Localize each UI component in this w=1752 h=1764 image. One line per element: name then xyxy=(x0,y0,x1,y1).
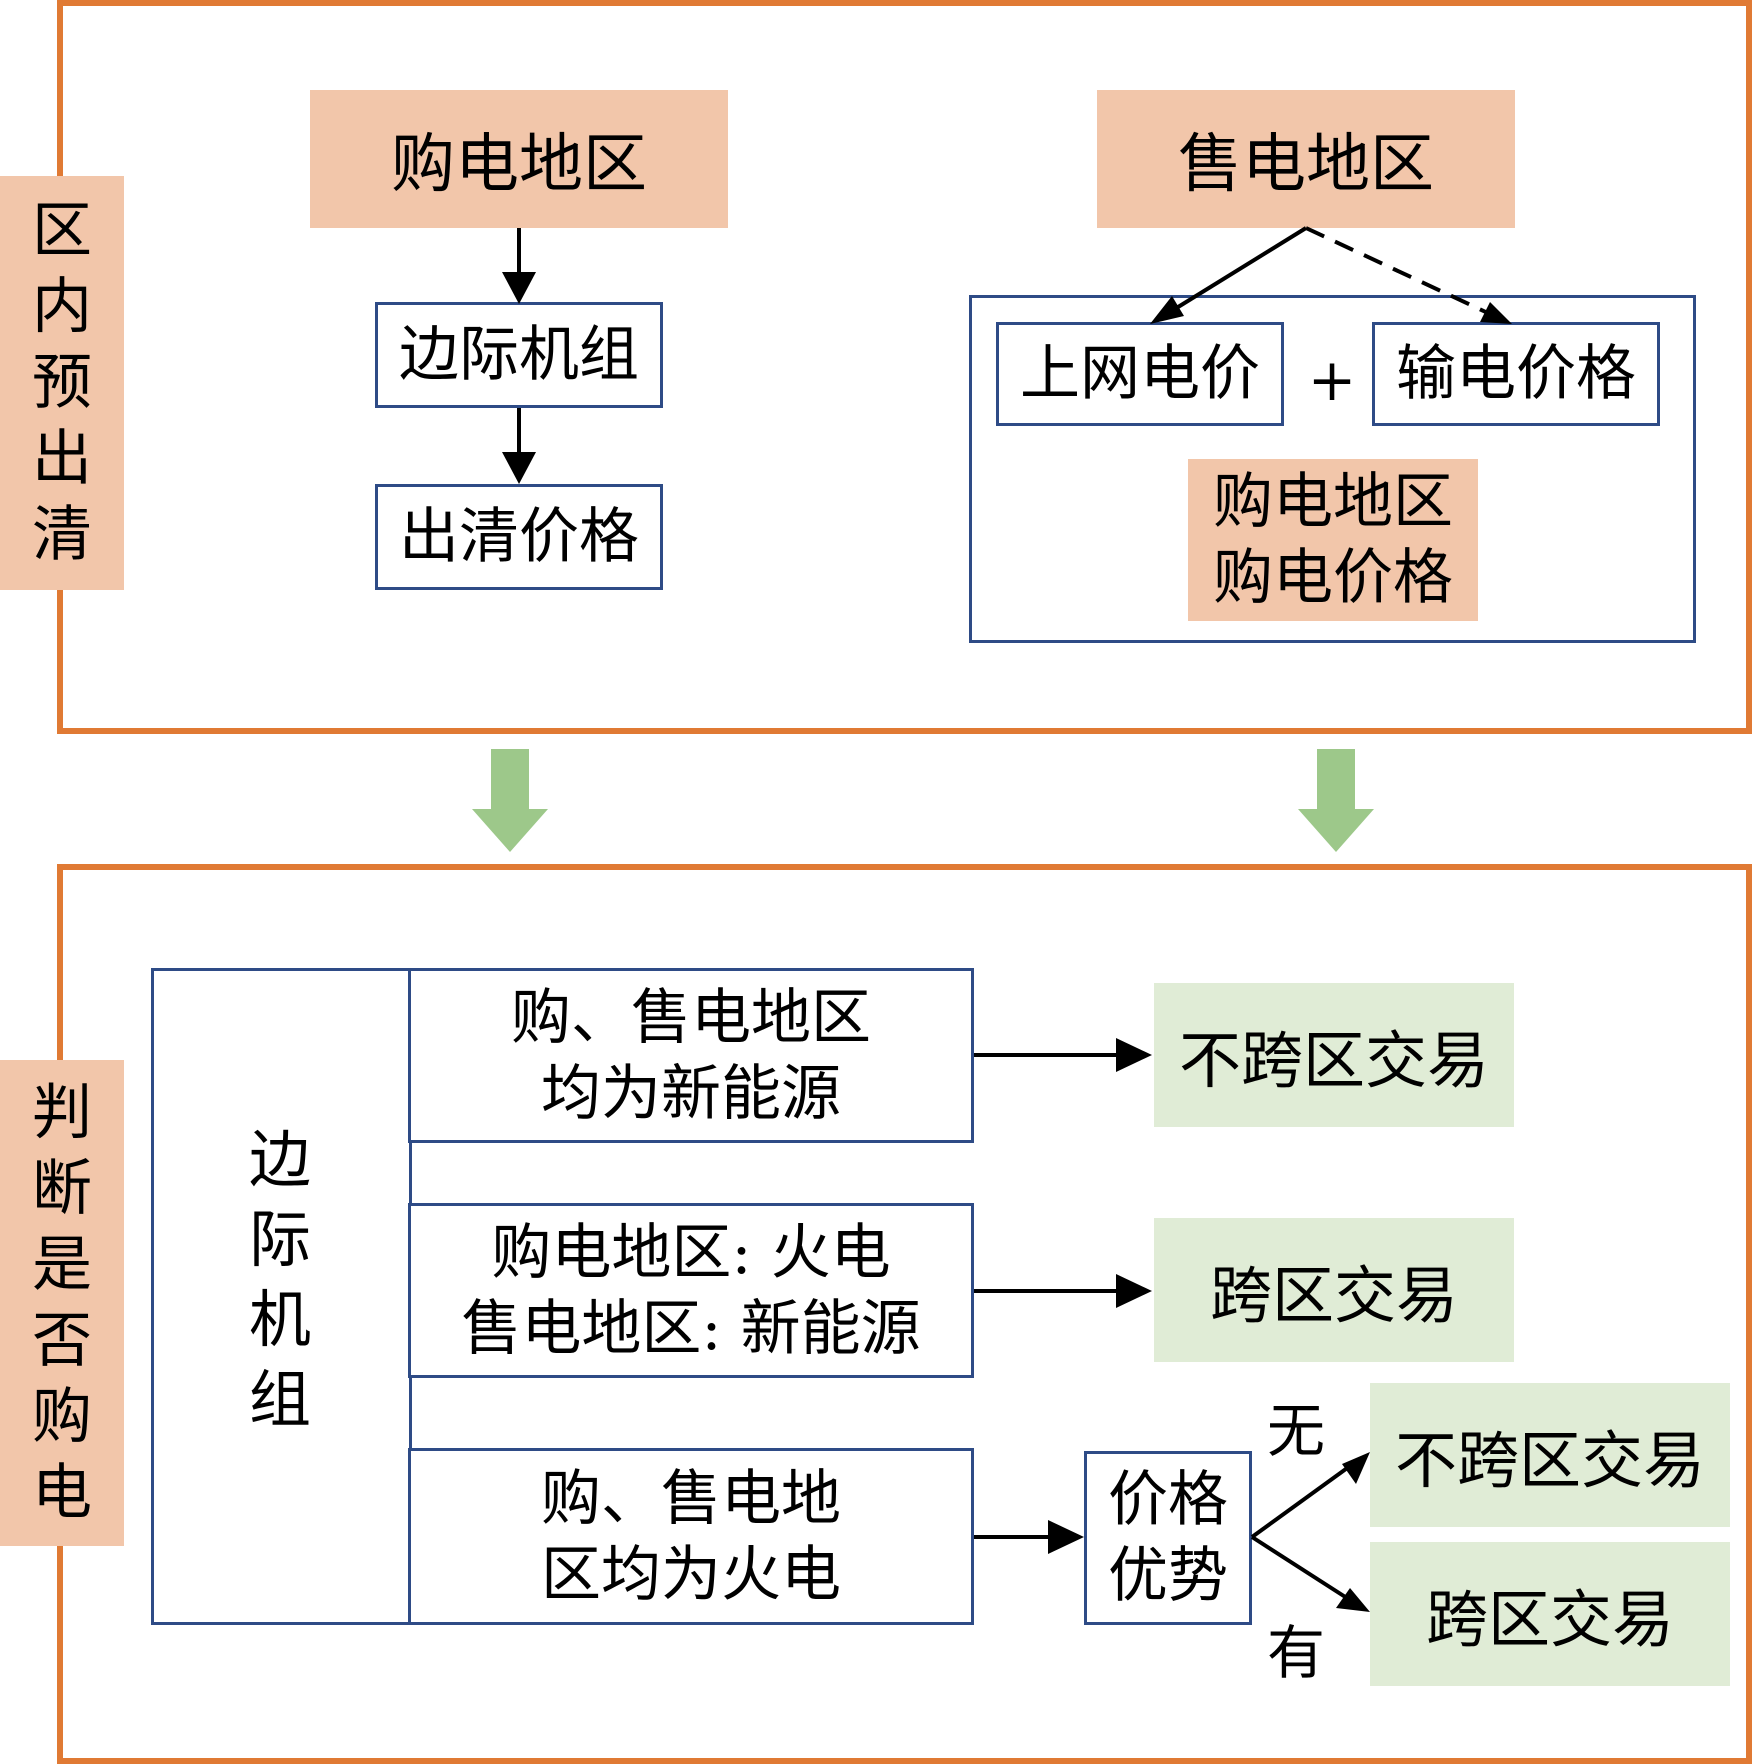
vertical-char: 机 xyxy=(248,1283,311,1356)
tag-decide-whether-to-purchase: 判 断 是 否 购 电 xyxy=(0,1060,124,1546)
result-no-cross-region-2: 不跨区交易 xyxy=(1370,1383,1730,1527)
transmission-price-box: 输电价格 xyxy=(1372,322,1660,426)
arrow-case2-to-result xyxy=(974,1274,1152,1308)
case3-line2: 区均为火电 xyxy=(541,1539,841,1610)
arrow-buyer-to-marginal-unit xyxy=(502,228,536,304)
result-no-cross-region-1: 不跨区交易 xyxy=(1154,983,1514,1127)
arrow-marginal-unit-to-clearing-price xyxy=(502,408,536,484)
tag-char: 电 xyxy=(32,1458,92,1528)
case3-line1: 购、售电地 xyxy=(541,1463,841,1534)
buyer-region-box: 购电地区 xyxy=(310,90,728,228)
tag-char: 清 xyxy=(32,500,92,570)
plus-sign: + xyxy=(1307,346,1357,414)
tag-char: 断 xyxy=(32,1154,92,1224)
arrow-has-advantage-to-cross xyxy=(1250,1535,1370,1612)
arrow-no-advantage-to-no-cross xyxy=(1250,1452,1370,1539)
tag-char: 预 xyxy=(32,348,92,418)
clearing-price-box: 出清价格 xyxy=(375,484,663,590)
tag-char: 内 xyxy=(32,272,92,342)
buyer-region-price-line2: 购电价格 xyxy=(1213,543,1453,613)
tag-char: 出 xyxy=(32,424,92,494)
case2-line2: 售电地区: 新能源 xyxy=(461,1293,921,1364)
case2-line1: 购电地区: 火电 xyxy=(491,1217,891,1288)
seller-region-box: 售电地区 xyxy=(1097,90,1515,228)
tag-intra-region-preclearing: 区 内 预 出 清 xyxy=(0,176,124,590)
green-down-arrow-left xyxy=(472,749,548,852)
label-has-advantage: 有 xyxy=(1266,1619,1325,1687)
buyer-region-price-box: 购电地区 购电价格 xyxy=(1188,459,1478,621)
vertical-char: 边 xyxy=(248,1123,311,1196)
case-both-thermal-box: 购、售电地 区均为火电 xyxy=(408,1448,974,1625)
tag-char: 判 xyxy=(32,1078,92,1148)
buyer-price-composition-frame xyxy=(969,295,1696,643)
result-cross-region-2: 跨区交易 xyxy=(1370,1542,1730,1686)
case1-line2: 均为新能源 xyxy=(541,1058,841,1129)
arrow-case1-to-result xyxy=(974,1038,1152,1072)
price-advantage-line2: 优势 xyxy=(1108,1541,1228,1611)
tag-char: 区 xyxy=(32,196,92,266)
label-no-advantage: 无 xyxy=(1266,1397,1325,1465)
green-down-arrow-right xyxy=(1298,749,1374,852)
case-thermal-vs-renewable-box: 购电地区: 火电 售电地区: 新能源 xyxy=(408,1203,974,1378)
buyer-region-price-line1: 购电地区 xyxy=(1213,467,1453,537)
arrow-case3-to-price-advantage xyxy=(974,1520,1084,1554)
arrow-seller-to-grid-price xyxy=(1150,226,1308,324)
marginal-unit-box: 边际机组 xyxy=(375,302,663,408)
vertical-char: 际 xyxy=(248,1203,311,1276)
marginal-unit-vertical-label: 边 际 机 组 xyxy=(210,1120,350,1440)
tag-char: 是 xyxy=(32,1230,92,1300)
dashed-arrow-seller-to-transmission-price xyxy=(1305,226,1512,324)
tag-char: 购 xyxy=(32,1382,92,1452)
price-advantage-line1: 价格 xyxy=(1108,1465,1228,1535)
result-cross-region-1: 跨区交易 xyxy=(1154,1218,1514,1362)
price-advantage-box: 价格 优势 xyxy=(1084,1451,1252,1625)
vertical-char: 组 xyxy=(248,1363,311,1436)
case1-line1: 购、售电地区 xyxy=(511,982,871,1053)
case-both-renewable-box: 购、售电地区 均为新能源 xyxy=(408,968,974,1143)
tag-char: 否 xyxy=(32,1306,92,1376)
grid-price-box: 上网电价 xyxy=(996,322,1284,426)
